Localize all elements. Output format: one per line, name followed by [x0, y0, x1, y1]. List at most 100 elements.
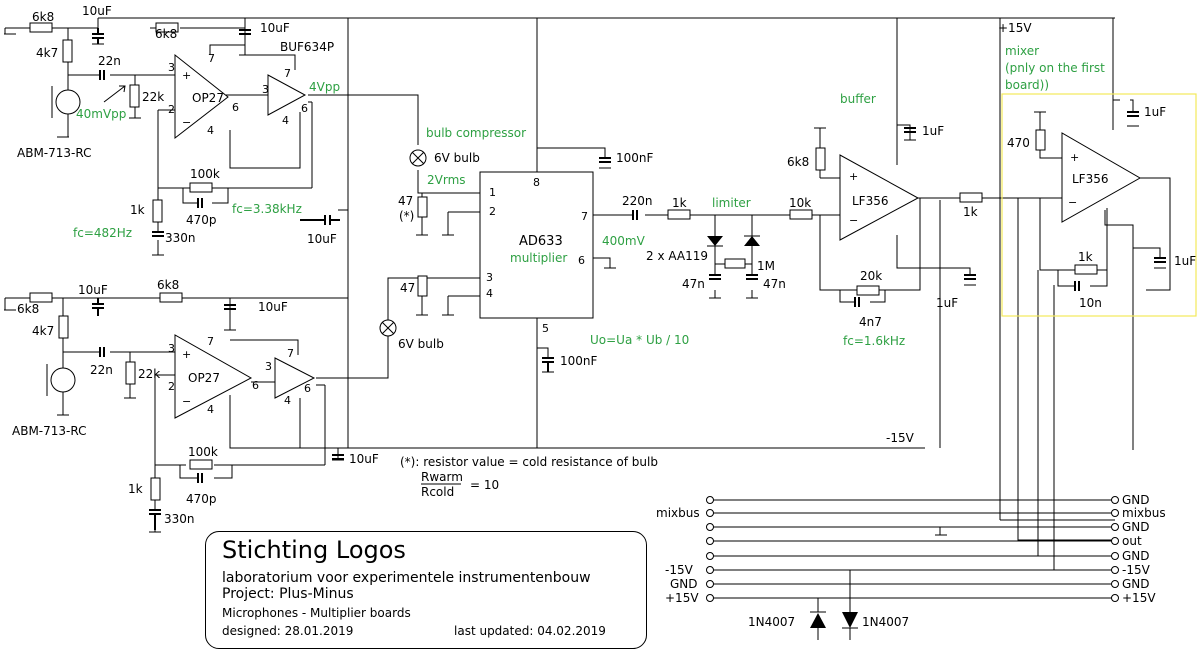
resistor-6k8-bottom	[159, 292, 183, 303]
label-10uf-c: 10uF	[307, 232, 337, 246]
label-330n-a: 330n	[165, 231, 196, 245]
label-lf356-b: LF356	[1072, 172, 1109, 186]
label-bulb-top: 6V bulb	[434, 151, 480, 165]
bus-left-label: -15V	[665, 563, 694, 577]
resistor-100k-top	[189, 182, 213, 193]
label-1uf-d: 1uF	[1174, 254, 1196, 268]
title-block: Stichting Logos laboratorium voor experi…	[205, 531, 647, 649]
resistor-6k8-top-left	[29, 22, 53, 33]
annotation-fc-338: fc=3.38kHz	[232, 202, 302, 216]
resistor-1k-mixer-fb	[1074, 264, 1098, 275]
label-330n-b: 330n	[164, 512, 195, 526]
svg-text:4: 4	[207, 403, 214, 416]
label-star: (*)	[399, 209, 414, 223]
diode-aa119-right	[744, 235, 760, 246]
label-10uf-a: 10uF	[82, 4, 112, 18]
note-resistor: (*): resistor value = cold resistance of…	[400, 455, 658, 469]
svg-text:3: 3	[262, 83, 269, 96]
diode-1n4007-left	[810, 611, 826, 628]
resistor-4k7-bottom	[58, 315, 69, 339]
annotation-40mvpp: 40mVpp	[76, 107, 126, 121]
resistor-100k-bottom	[189, 459, 213, 470]
svg-text:6: 6	[578, 254, 585, 267]
resistor-22k-bottom	[125, 361, 136, 385]
label-1k-e: 1k	[128, 482, 143, 496]
label-220n: 220n	[622, 194, 653, 208]
label-plus15-top: +15V	[998, 21, 1032, 35]
annotation-4vpp: 4Vpp	[309, 80, 340, 94]
resistor-20k	[856, 285, 880, 296]
buffer-buf634p-bottom	[274, 357, 316, 399]
svg-text:3: 3	[168, 61, 175, 74]
resistor-22k-top	[129, 84, 140, 108]
label-10n: 10n	[1079, 296, 1102, 310]
label-diodes: 2 x AA119	[646, 249, 708, 263]
annotation-arrow	[103, 85, 126, 103]
svg-text:1: 1	[489, 186, 496, 199]
annotation-400mv: 400mV	[602, 234, 646, 248]
svg-text:7: 7	[581, 210, 588, 223]
label-10uf-e: 10uF	[258, 300, 288, 314]
ic-ad633	[479, 171, 594, 319]
label-6k8-a: 6k8	[32, 10, 54, 24]
label-1k-a: 1k	[130, 203, 145, 217]
svg-text:2: 2	[168, 103, 175, 116]
resistor-6k8-bottom-left	[29, 292, 53, 303]
svg-text:7: 7	[207, 335, 214, 348]
bus-right-label: -15V	[1122, 563, 1151, 577]
svg-text:4: 4	[486, 287, 493, 300]
svg-text:6: 6	[301, 102, 308, 115]
resistor-1k-mixer-in	[959, 192, 983, 203]
label-1m: 1M	[757, 259, 775, 273]
label-47n-b: 47n	[763, 277, 786, 291]
label-4k7-a: 4k7	[36, 46, 58, 60]
svg-text:4: 4	[282, 114, 289, 127]
label-6k8-b: 6k8	[155, 27, 177, 41]
label-10uf-f: 10uF	[349, 452, 379, 466]
bus-right-label: out	[1122, 534, 1142, 548]
label-1k-d: 1k	[1078, 250, 1093, 264]
label-22k-b: 22k	[138, 367, 160, 381]
bus-right-label: GND	[1122, 577, 1150, 591]
label-bulb-bottom: 6V bulb	[398, 337, 444, 351]
bus-right-label: GND	[1122, 549, 1150, 563]
svg-text:6: 6	[232, 101, 239, 114]
title-designed-date: designed: 28.01.2019	[222, 624, 354, 638]
label-47-a: 47	[398, 194, 413, 208]
bulb-bottom	[379, 319, 397, 337]
svg-text:7: 7	[284, 67, 291, 80]
svg-text:2: 2	[168, 380, 175, 393]
opamp-op27-bottom	[174, 334, 253, 419]
label-20k: 20k	[860, 269, 882, 283]
label-100k-b: 100k	[188, 445, 218, 459]
opamp-op27-top	[174, 53, 229, 140]
title-updated-date: last updated: 04.02.2019	[454, 624, 606, 638]
label-1uf-a: 1uF	[922, 124, 944, 138]
svg-text:4: 4	[207, 124, 214, 137]
annotations: mixer (pnly on the first board)) buffer …	[73, 44, 1105, 348]
resistor-1k-bottom	[150, 477, 161, 501]
diode-1n4007-right	[842, 612, 858, 629]
resistor-47-bottom	[417, 275, 428, 297]
bus-terminals	[706, 496, 1119, 602]
label-1n4007-a: 1N4007	[748, 615, 795, 629]
svg-text:+: +	[1070, 151, 1079, 164]
resistor-6k8-buffer	[815, 147, 826, 171]
title-laboratory: laboratorium voor experimentele instrume…	[222, 570, 591, 586]
note-ratio-value: = 10	[470, 478, 499, 492]
diode-aa119-left	[707, 236, 723, 247]
svg-text:7: 7	[208, 52, 215, 65]
label-1k-c: 1k	[963, 205, 978, 219]
annotation-fc-482: fc=482Hz	[73, 226, 132, 240]
svg-text:4: 4	[284, 394, 291, 407]
wires	[4, 17, 1171, 640]
svg-text:+: +	[182, 69, 191, 82]
annotation-buffer: buffer	[840, 92, 876, 106]
annotation-2vrms: 2Vrms	[427, 173, 466, 187]
annotation-limiter: limiter	[712, 196, 751, 210]
label-lf356-a: LF356	[852, 194, 889, 208]
label-100nf-b: 100nF	[560, 354, 598, 368]
mixer-section-box	[1001, 93, 1197, 317]
note-rcold: Rcold	[421, 485, 454, 499]
label-ad633: AD633	[519, 234, 563, 249]
